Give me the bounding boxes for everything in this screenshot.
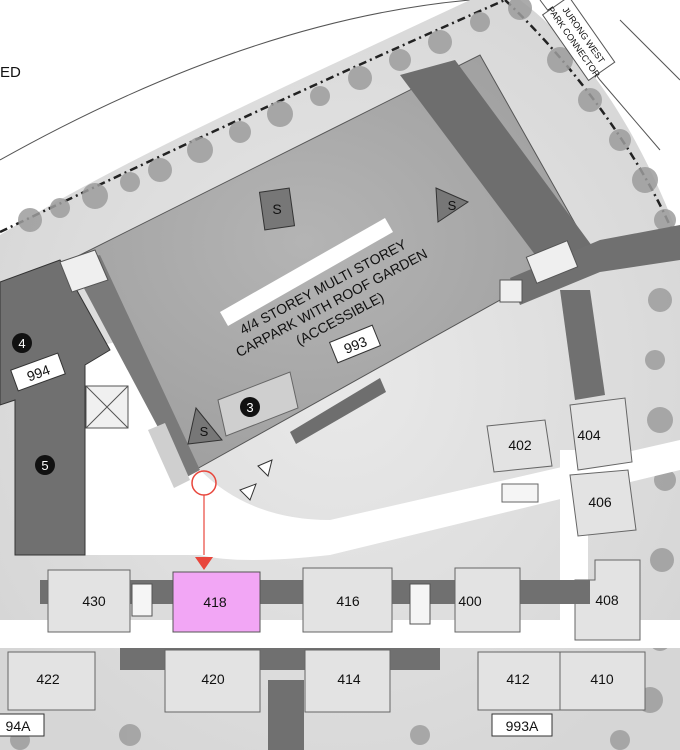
svg-text:412: 412 <box>506 671 530 687</box>
svg-text:408: 408 <box>595 592 619 608</box>
sign-s-3: S <box>187 406 223 445</box>
lift-lobby-1 <box>131 583 153 617</box>
block-418-highlighted: 418 <box>172 571 261 633</box>
block-tag-993a: 993A <box>491 713 553 737</box>
svg-text:422: 422 <box>36 671 60 687</box>
block-402: 402 <box>486 419 553 473</box>
sign-s-2: S <box>435 187 470 223</box>
block-tag-94a: 94A <box>0 713 45 737</box>
svg-text:404: 404 <box>577 427 601 443</box>
sign-s-1: S <box>258 187 296 231</box>
svg-text:994: 994 <box>25 361 53 384</box>
svg-text:S: S <box>200 424 209 439</box>
entrance-arrows <box>239 459 273 501</box>
svg-text:430: 430 <box>82 593 106 609</box>
svg-text:S: S <box>272 201 281 217</box>
svg-text:993A: 993A <box>506 718 539 734</box>
svg-text:418: 418 <box>203 594 227 610</box>
svg-text:414: 414 <box>337 671 361 687</box>
block-406: 406 <box>569 469 637 537</box>
block-414: 414 <box>304 649 391 713</box>
road-stub <box>268 680 304 750</box>
marker-5: 5 <box>35 455 55 475</box>
svg-text:406: 406 <box>588 494 612 510</box>
link-block <box>501 483 539 503</box>
block-404: 404 <box>569 397 633 471</box>
block-412: 412 <box>477 651 561 711</box>
block-422: 422 <box>7 651 96 711</box>
connector-bridge <box>499 225 680 400</box>
svg-text:S: S <box>448 198 457 213</box>
corner-text: ED <box>0 64 21 81</box>
lift-lobby-2 <box>409 583 431 625</box>
svg-text:3: 3 <box>246 400 253 415</box>
svg-text:4: 4 <box>18 336 25 351</box>
svg-text:5: 5 <box>41 458 48 473</box>
svg-text:400: 400 <box>458 593 482 609</box>
block-416: 416 <box>302 567 393 633</box>
svg-text:94A: 94A <box>6 718 32 734</box>
location-pointer <box>191 470 217 570</box>
block-430: 430 <box>47 569 131 633</box>
svg-text:410: 410 <box>590 671 614 687</box>
block-420: 420 <box>164 649 261 713</box>
svg-text:402: 402 <box>508 437 532 453</box>
marker-4: 4 <box>12 333 32 353</box>
svg-text:416: 416 <box>336 593 360 609</box>
marker-3: 3 <box>240 397 260 417</box>
block-400: 400 <box>454 567 521 633</box>
block-tag-994: 994 <box>10 352 66 392</box>
building-994 <box>0 249 129 556</box>
block-tag-993: 993 <box>328 324 382 364</box>
svg-text:420: 420 <box>201 671 225 687</box>
block-408: 408 <box>574 559 641 641</box>
block-410: 410 <box>559 651 646 711</box>
